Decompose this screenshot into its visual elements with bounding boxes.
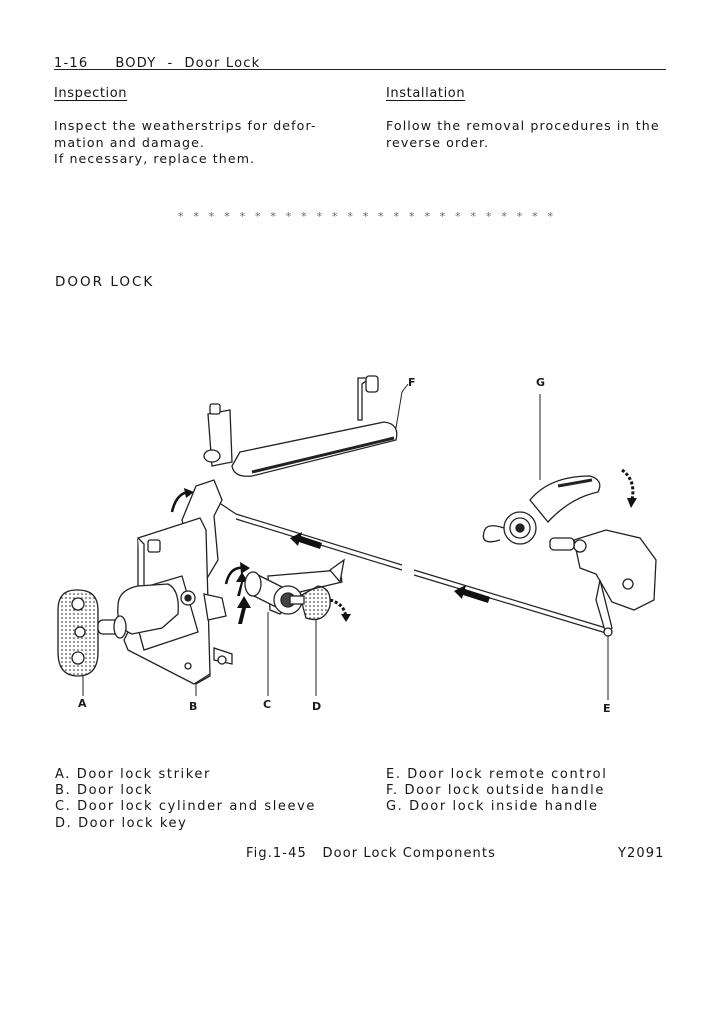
door-lock-body [117,479,233,685]
callout-d: D [312,700,321,713]
connecting-rods [205,493,607,634]
door-lock-figure: A B C D E F G [57,375,657,715]
inside-handle [482,475,601,545]
rotation-arrow-head [240,562,250,574]
installation-text: Follow the removal procedures in the rev… [386,118,686,151]
handle-turn-arrow [621,468,635,501]
header-separator: - [167,56,174,71]
inspection-line: If necessary, replace them. [54,151,256,166]
section-heading: DOOR LOCK [55,274,155,290]
installation-line: Follow the removal procedures in the [386,118,660,133]
key-turn-arrow-head [341,614,351,622]
legend-left: A. Door lock striker B. Door lock C. Doo… [55,767,316,832]
section-name: BODY [115,56,157,71]
callout-c: C [263,698,271,711]
page-number: 1-16 [54,56,89,71]
callout-g: G [536,376,545,389]
legend-right: E. Door lock remote control F. Door lock… [386,767,607,816]
inspection-line: mation and damage. [54,134,206,150]
callout-a: A [78,697,87,710]
remote-control [549,529,657,637]
callout-f: F [408,376,416,389]
page-header: 1-16 BODY - Door Lock [54,52,666,71]
rotation-arrow-head [184,488,194,498]
handle-turn-arrow-head [627,498,637,508]
legend-item: F. Door lock outside handle [386,783,605,799]
installation-title: Installation [386,86,466,101]
door-lock-striker [57,589,127,677]
star-divider: * * * * * * * * * * * * * * * * * * * * … [178,210,557,223]
legend-item: G. Door lock inside handle [386,799,599,815]
subsection-name: Door Lock [184,56,261,71]
legend-item: B. Door lock [55,783,154,799]
callout-leaders [82,383,609,700]
inspection-text: Inspect the weatherstrips for defor- mat… [54,118,354,168]
legend-item: D. Door lock key [55,815,188,831]
figure-caption: Fig.1-45 Door Lock Components [246,846,496,861]
movement-arrows [236,532,490,624]
legend-item: A. Door lock striker [55,767,211,782]
inspection-line: Inspect the weatherstrips for defor- [54,118,317,133]
inspection-title: Inspection [54,86,128,101]
callout-b: B [189,700,197,713]
outside-handle [203,375,398,477]
key-turn-arrow [329,598,348,619]
legend-item: C. Door lock cylinder and sleeve [55,799,317,815]
door-lock-key [289,585,331,621]
figure-code: Y2091 [618,846,665,861]
callout-e: E [603,702,611,715]
legend-item: E. Door lock remote control [386,767,608,782]
installation-line: reverse order. [386,134,490,150]
